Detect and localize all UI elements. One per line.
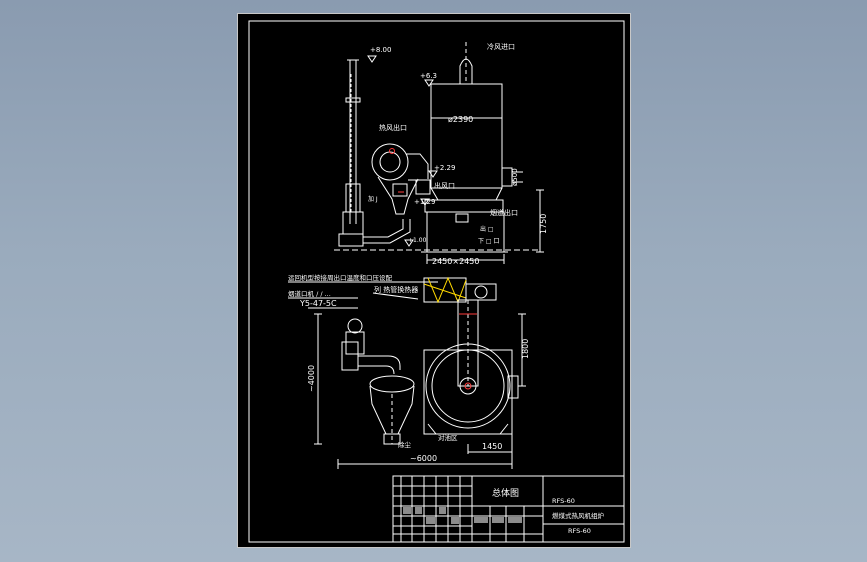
label-outlet: 出风口 (434, 181, 455, 190)
drawing-sheet: +8.00 冷风进口 +6.3 ø2390 热风出口 +2.29 出风口 ø50… (237, 13, 631, 548)
label-base-note: 出 □ (480, 225, 494, 233)
cad-drawing: +8.00 冷风进口 +6.3 ø2390 热风出口 +2.29 出风口 ø50… (248, 20, 625, 543)
label-el-229: +2.29 (434, 164, 455, 172)
label-base-dim: 2450×2450 (432, 257, 479, 266)
label-left-note: 加 J (368, 195, 378, 203)
title-name: 燃煤式热风机组炉 (552, 511, 605, 520)
label-heat-exchanger: 列 热管换热器 (374, 285, 418, 294)
label-height-4000: ~4000 (307, 365, 316, 392)
label-cyclone: 除尘 (398, 440, 412, 449)
label-dim-1450: 1450 (482, 442, 502, 451)
label-fire-outlet: 烟道出口 (490, 208, 518, 217)
label-note-top: 运回机型按接周出口温度和口压设配 (288, 273, 393, 282)
label-base: 对池区 (438, 433, 458, 442)
label-cold-air-inlet: 冷风进口 (487, 42, 515, 51)
title-text: 总体图 (492, 487, 519, 499)
label-diameter: ø2390 (448, 115, 473, 124)
elevation-markers (367, 55, 438, 247)
elevation-view (334, 42, 544, 264)
label-dim-6000: ~6000 (410, 454, 437, 463)
label-fan-model: Y5-47-5C (299, 299, 337, 308)
label-top-stack: +8.00 (370, 46, 391, 54)
title-block-fills (403, 507, 522, 524)
label-hot-air-outlet: 热风出口 (379, 123, 407, 132)
label-height-1800: 1800 (521, 339, 530, 359)
title-block (392, 475, 625, 543)
title-code-bottom: RFS-60 (568, 527, 591, 535)
label-el-129: +1.29 (414, 198, 435, 206)
label-el-100: +1.00 (408, 237, 427, 244)
label-top-furnace: +6.3 (420, 72, 437, 80)
plan-view (288, 276, 526, 469)
label-pipe-dia: ø500 (511, 168, 519, 186)
label-note-fan: 烟道口机 / / ... (288, 289, 331, 298)
label-base-note-2: 下 □ 口 (478, 238, 499, 245)
label-height-1750: 1750 (539, 214, 548, 234)
title-code-top: RFS-60 (552, 497, 575, 505)
